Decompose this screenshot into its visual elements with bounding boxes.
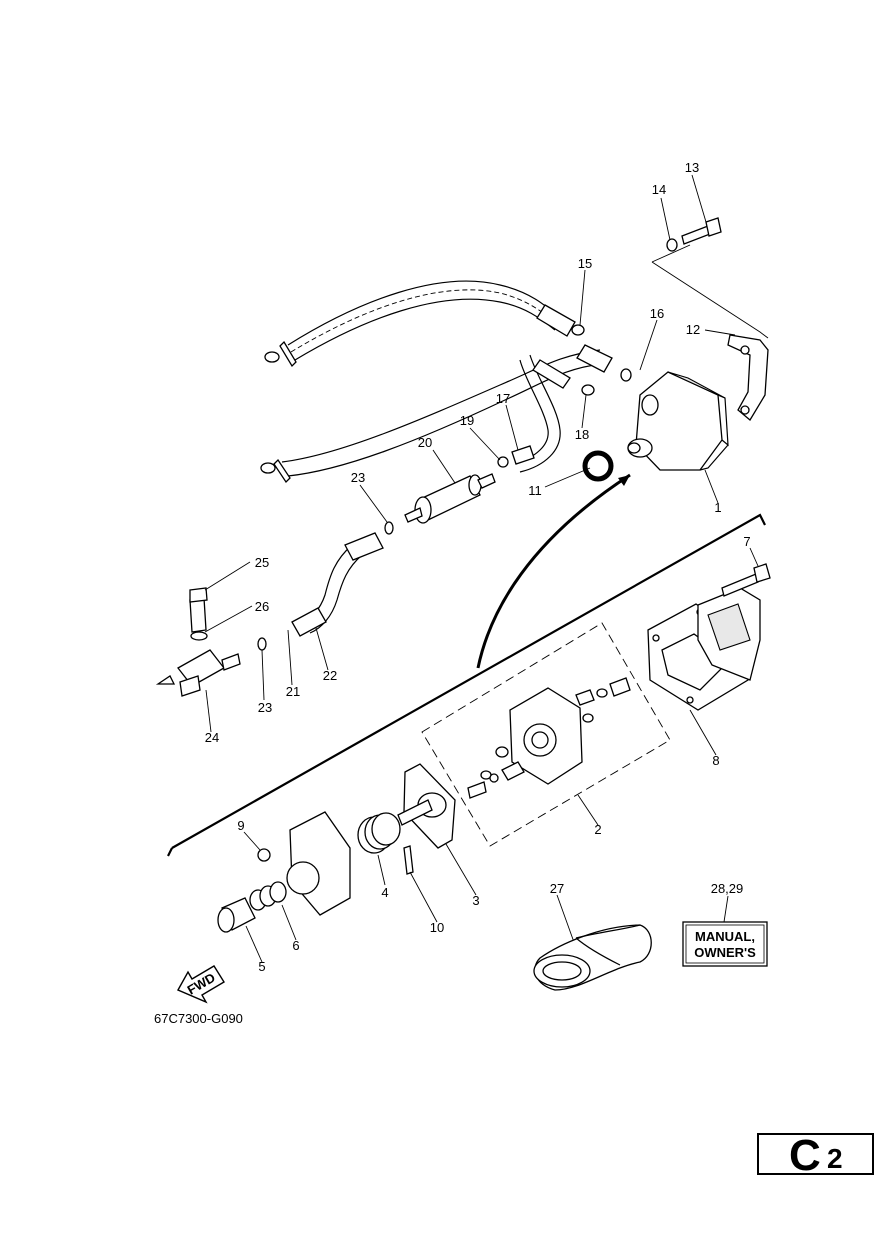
callout-5: 5 [258, 959, 265, 974]
callout-20: 20 [418, 435, 432, 450]
pointer-arrow [476, 473, 631, 669]
callout-8: 8 [712, 753, 719, 768]
hose-short-top [536, 304, 613, 373]
manual-label-line2: OWNER'S [694, 945, 756, 960]
callout-12: 12 [686, 322, 700, 337]
callout-23-upper: 23 [351, 470, 365, 485]
callout-9: 9 [237, 818, 244, 833]
bolt-13 [681, 217, 722, 245]
callout-22: 22 [323, 668, 337, 683]
bracket-12 [727, 334, 769, 421]
page-badge-number: 2 [827, 1143, 843, 1174]
callout-13: 13 [685, 160, 699, 175]
callout-19: 19 [460, 413, 474, 428]
hose-upper [279, 280, 561, 368]
exploded-frame-line [171, 513, 766, 849]
o-ring-11 [582, 450, 614, 482]
callout-24: 24 [205, 730, 219, 745]
bolt-7 [721, 563, 771, 597]
hose-21-22 [257, 521, 394, 651]
fuel-pump-body [627, 371, 729, 471]
washer-14 [666, 238, 678, 252]
hose-clamp-left-top [260, 351, 280, 474]
plunger-5 [217, 897, 256, 933]
fuel-filter-20 [404, 473, 496, 524]
callout-7: 7 [743, 534, 750, 549]
drawing-code: 67C7300-G090 [154, 1011, 243, 1026]
callout-6: 6 [292, 938, 299, 953]
callout-28-29: 28,29 [711, 881, 744, 896]
callout-16: 16 [650, 306, 664, 321]
callout-14: 14 [652, 182, 666, 197]
fuel-cock-24 [155, 587, 241, 697]
callout-15: 15 [578, 256, 592, 271]
fwd-arrow-icon: FWD [177, 965, 225, 1004]
callout-27: 27 [550, 881, 564, 896]
spring-6 [249, 881, 287, 911]
callout-10: 10 [430, 920, 444, 935]
pump-body-2 [467, 677, 631, 799]
callout-18: 18 [575, 427, 589, 442]
callout-23-lower: 23 [258, 700, 272, 715]
callout-numbers: 1 2 3 4 5 6 7 8 9 10 11 12 13 14 15 16 1… [205, 160, 751, 974]
manual-label-line1: MANUAL, [695, 929, 755, 944]
owners-manual-28-29: MANUAL, OWNER'S [682, 921, 768, 967]
page-badge: C 2 [757, 1131, 874, 1180]
callout-17: 17 [496, 391, 510, 406]
callout-21: 21 [286, 684, 300, 699]
hose-lower [273, 349, 603, 484]
callout-11: 11 [528, 483, 542, 498]
intake-duct-27 [533, 924, 652, 991]
hose-clips [497, 324, 632, 468]
page-badge-letter: C [789, 1131, 821, 1180]
callout-4: 4 [381, 885, 388, 900]
leader-lines [204, 174, 769, 963]
spring-4 [357, 812, 401, 854]
callout-3: 3 [472, 893, 479, 908]
cover-plate [697, 587, 761, 681]
callout-25: 25 [255, 555, 269, 570]
callout-2: 2 [594, 822, 601, 837]
callout-26: 26 [255, 599, 269, 614]
housing-5 [257, 811, 351, 916]
callout-1: 1 [714, 500, 721, 515]
diaphragm-3 [397, 763, 456, 875]
